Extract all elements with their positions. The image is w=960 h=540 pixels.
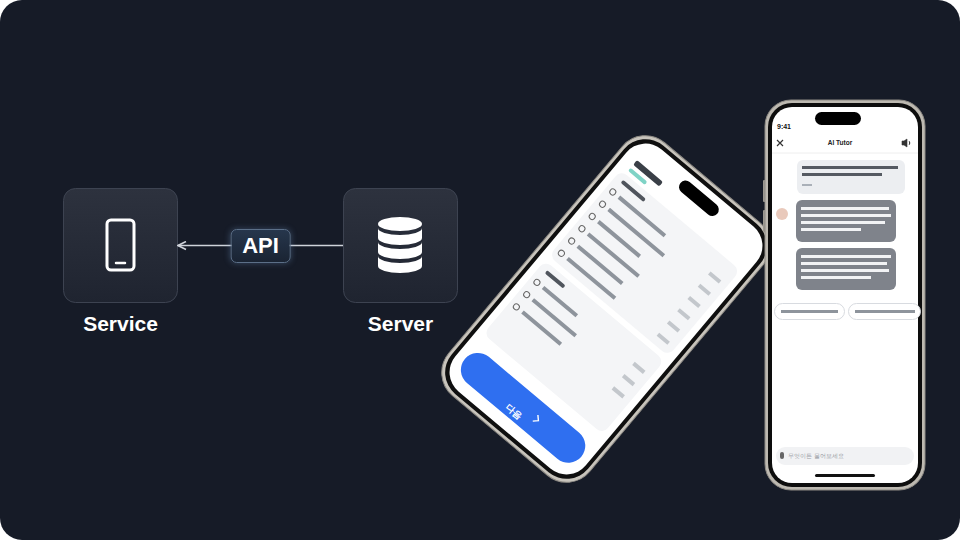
- bubble-time: [802, 184, 812, 186]
- home-indicator: [815, 474, 875, 477]
- mic-icon: [780, 452, 784, 459]
- phone-screen: [439, 133, 772, 484]
- row-icon: [533, 278, 541, 286]
- chip-line: [781, 310, 838, 313]
- row-icon: [609, 188, 617, 196]
- bubble-line: [801, 207, 889, 210]
- screen-text: AI Tutor: [828, 139, 852, 146]
- phone-icon: [107, 220, 134, 270]
- row-count: [667, 320, 680, 332]
- database-icon: [378, 217, 422, 273]
- database-band: [378, 242, 422, 259]
- row-count: [687, 296, 700, 308]
- phone-frame: [765, 100, 925, 490]
- icon-box: [64, 189, 178, 303]
- button-chevron: [533, 415, 541, 424]
- phone-frame: [429, 123, 782, 494]
- bubble-line: [801, 228, 861, 231]
- screen-text: 9:41: [777, 123, 791, 131]
- chip-line: [855, 310, 915, 313]
- database-band: [378, 256, 422, 273]
- screen-text: 다음: [503, 402, 523, 421]
- row-icon: [512, 303, 520, 311]
- row-bar: [577, 245, 624, 285]
- row-bar: [618, 196, 667, 238]
- screen-text: 무엇이든 물어보세요: [788, 453, 844, 459]
- row-count: [698, 284, 711, 296]
- node-label: Service: [63, 312, 178, 336]
- dynamic-island: [815, 112, 861, 125]
- icon-slot: [63, 188, 178, 303]
- speaker-icon: [902, 139, 910, 147]
- next-button: [454, 346, 592, 470]
- row-icon: [588, 212, 596, 220]
- bubble-line: [801, 221, 885, 224]
- list-heading: [621, 180, 647, 202]
- close-icon: [777, 140, 783, 146]
- row-bar: [532, 298, 577, 337]
- row-bar: [607, 208, 665, 257]
- row-icon: [557, 249, 565, 257]
- dynamic-island: [676, 178, 721, 219]
- bubble-line: [801, 262, 887, 265]
- row-count: [612, 386, 625, 398]
- row-count: [708, 271, 721, 283]
- row-icon: [598, 200, 606, 208]
- tutor-bubble: [796, 248, 896, 290]
- list-panel: [483, 260, 664, 434]
- list-heading: [545, 270, 566, 288]
- input-bar: [776, 447, 914, 465]
- row-count: [657, 333, 670, 345]
- suggestion-chip: [849, 304, 921, 320]
- row-bar: [597, 220, 641, 258]
- tutor-bubble: [796, 200, 896, 242]
- icon-box: [344, 189, 458, 303]
- bubble-line: [802, 166, 898, 169]
- row-icon: [522, 290, 530, 298]
- phone-screen: [772, 107, 918, 483]
- suggestion-chip: [775, 304, 845, 320]
- row-icon: [578, 225, 586, 233]
- database-band: [378, 228, 422, 245]
- bubble-line: [801, 269, 889, 272]
- bubble-line: [802, 173, 882, 176]
- upright-phone: [763, 100, 925, 490]
- edge-label: API: [230, 229, 291, 263]
- tutor-avatar: [776, 208, 788, 220]
- bubble-line: [801, 214, 891, 217]
- header-divider: [772, 153, 918, 154]
- row-bar: [521, 311, 562, 346]
- phone-icon-button: [116, 262, 125, 265]
- row-bar: [587, 232, 640, 277]
- icon-node: Server: [343, 188, 458, 336]
- tilted-phone: [429, 123, 782, 494]
- database-top: [378, 217, 422, 231]
- bubble-line: [801, 255, 891, 258]
- row-icon: [567, 237, 575, 245]
- bubble-line: [801, 276, 871, 279]
- list-rows: [512, 278, 646, 399]
- phone-bezel: [768, 103, 922, 487]
- row-count: [622, 374, 635, 386]
- row-count: [677, 308, 690, 320]
- user-bubble: [797, 160, 905, 194]
- node-label: Server: [343, 312, 458, 336]
- phone-bezel: [434, 128, 779, 491]
- screen-heading: [633, 160, 663, 186]
- icon-node: Service: [63, 188, 178, 336]
- icon-slot: [343, 188, 458, 303]
- row-count: [632, 362, 645, 374]
